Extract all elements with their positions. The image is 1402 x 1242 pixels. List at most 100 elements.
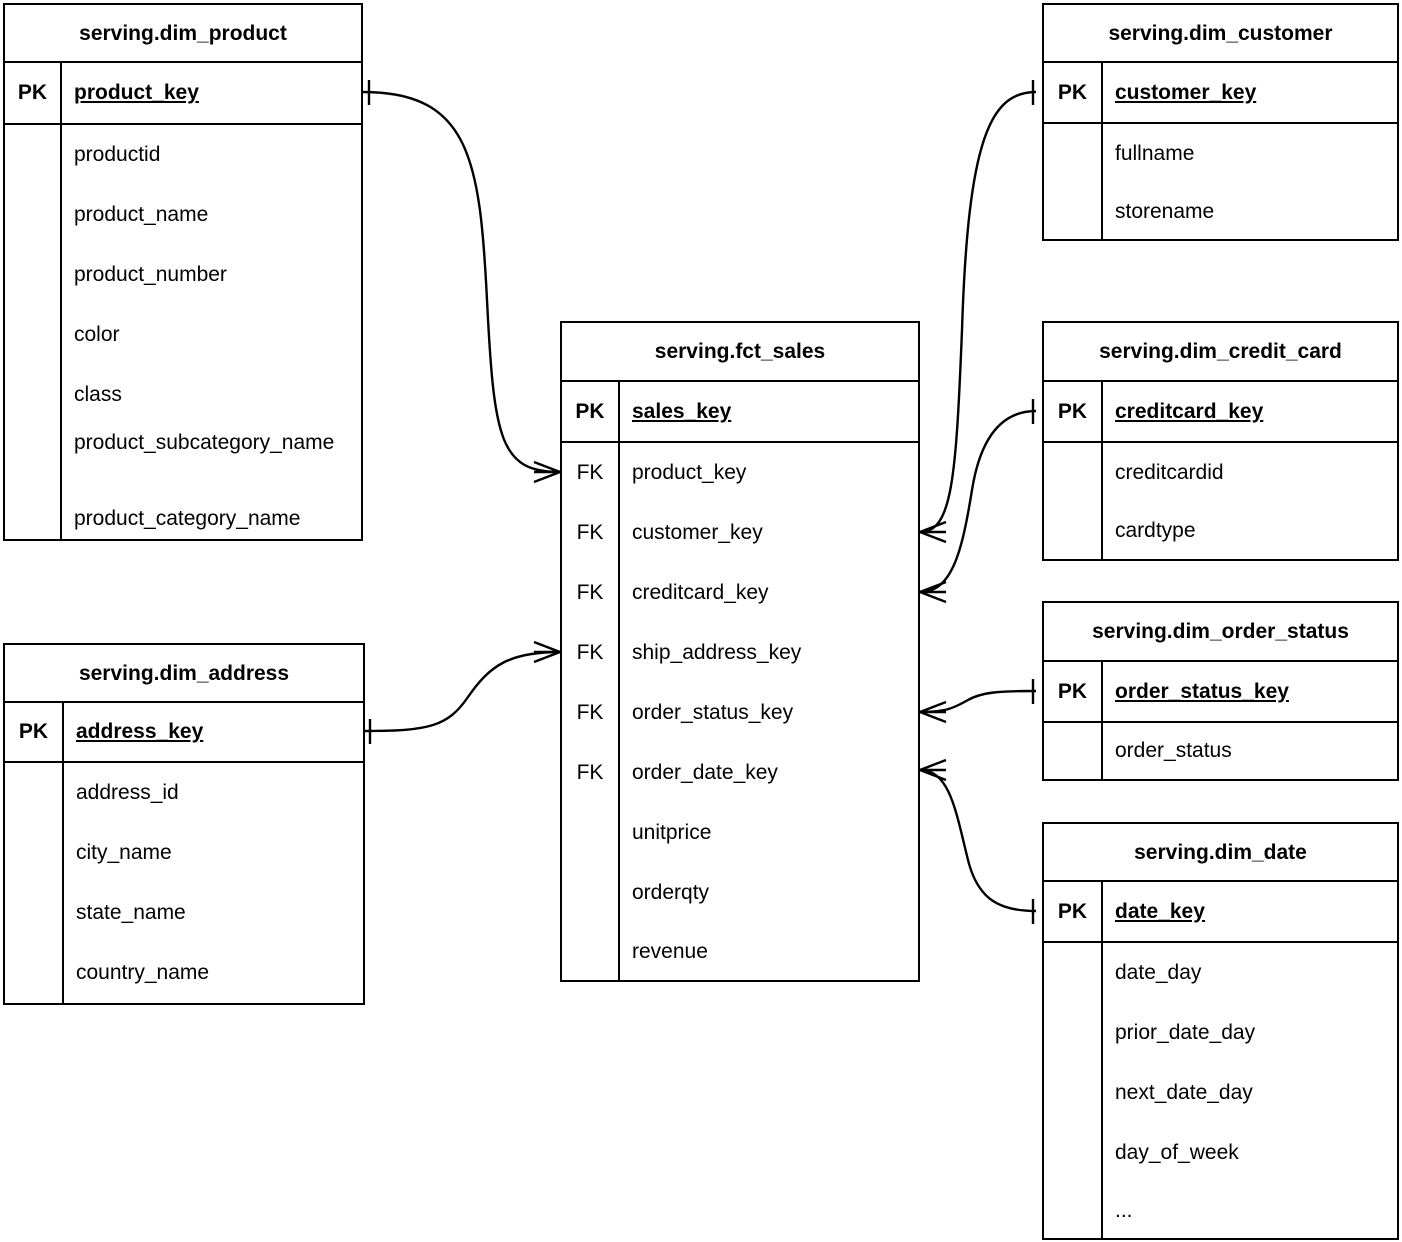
relationship-orderstatus bbox=[919, 679, 1037, 724]
attribute-order-status: order_status bbox=[1115, 739, 1232, 762]
fk-row-product-key[interactable]: FK product_key bbox=[562, 443, 918, 503]
attribute-row[interactable]: city_name bbox=[5, 823, 363, 883]
fk-row-order-status-key[interactable]: FK order_status_key bbox=[562, 683, 918, 743]
attribute-row[interactable]: day_of_week bbox=[1044, 1123, 1397, 1183]
key-blank bbox=[562, 863, 620, 923]
key-blank bbox=[5, 425, 62, 499]
fk-label: FK bbox=[562, 743, 620, 803]
key-blank bbox=[1044, 1123, 1103, 1183]
attribute-list-dim-customer: fullname storename bbox=[1044, 124, 1397, 239]
attribute-row[interactable]: address_id bbox=[5, 763, 363, 823]
key-blank bbox=[5, 185, 62, 245]
measure-orderqty: orderqty bbox=[632, 881, 710, 904]
attribute-row[interactable]: product_category_name bbox=[5, 499, 361, 539]
attribute-row[interactable]: state_name bbox=[5, 883, 363, 943]
pk-label: PK bbox=[1044, 63, 1103, 122]
pk-row-dim-product[interactable]: PK product_key bbox=[5, 63, 361, 125]
measure-revenue: revenue bbox=[632, 939, 708, 963]
attribute-row[interactable]: cardtype bbox=[1044, 503, 1397, 559]
entity-dim-credit-card[interactable]: serving.dim_credit_card PK creditcard_ke… bbox=[1042, 321, 1399, 561]
relationship-customer bbox=[919, 80, 1037, 544]
key-blank bbox=[1044, 943, 1103, 1003]
attribute-date-day: date_day bbox=[1115, 961, 1202, 984]
attribute-row[interactable]: country_name bbox=[5, 943, 363, 1003]
entity-dim-address[interactable]: serving.dim_address PK address_key addre… bbox=[3, 643, 365, 1005]
pk-label: PK bbox=[1044, 382, 1103, 441]
attribute-row[interactable]: storename bbox=[1044, 184, 1397, 239]
measure-row-revenue[interactable]: revenue bbox=[562, 923, 918, 980]
attribute-fullname: fullname bbox=[1115, 142, 1195, 165]
crowfoot-creditcard bbox=[919, 580, 947, 604]
key-blank bbox=[5, 883, 64, 943]
fk-field-order-date-key: order_date_key bbox=[632, 761, 778, 784]
measure-row-orderqty[interactable]: orderqty bbox=[562, 863, 918, 923]
fk-field-order-status-key: order_status_key bbox=[632, 701, 794, 724]
key-blank bbox=[5, 763, 64, 823]
entity-title-dim-credit-card: serving.dim_credit_card bbox=[1044, 323, 1397, 382]
entity-dim-customer[interactable]: serving.dim_customer PK customer_key ful… bbox=[1042, 3, 1399, 241]
pk-row-dim-date[interactable]: PK date_key bbox=[1044, 882, 1397, 943]
key-blank bbox=[1044, 124, 1103, 184]
pk-row-fct-sales[interactable]: PK sales_key bbox=[562, 382, 918, 443]
key-blank bbox=[1044, 443, 1103, 503]
attribute-cardtype: cardtype bbox=[1115, 519, 1196, 542]
attribute-row[interactable]: product_number bbox=[5, 245, 361, 305]
key-blank bbox=[1044, 723, 1103, 779]
attribute-list-fct-sales: FK product_key FK customer_key FK credit… bbox=[562, 443, 918, 980]
attribute-prior-date-day: prior_date_day bbox=[1115, 1021, 1256, 1044]
entity-dim-date[interactable]: serving.dim_date PK date_key date_day pr… bbox=[1042, 822, 1399, 1240]
fk-label: FK bbox=[562, 443, 620, 503]
attribute-product-name: product_name bbox=[74, 203, 209, 226]
pk-row-dim-credit-card[interactable]: PK creditcard_key bbox=[1044, 382, 1397, 443]
attribute-row[interactable]: prior_date_day bbox=[1044, 1003, 1397, 1063]
key-blank bbox=[1044, 503, 1103, 559]
crowfoot-product bbox=[533, 460, 561, 484]
pk-field-date-key: date_key bbox=[1115, 899, 1205, 923]
attribute-row[interactable]: productid bbox=[5, 125, 361, 185]
entity-fct-sales[interactable]: serving.fct_sales PK sales_key FK produc… bbox=[560, 321, 920, 982]
pk-row-dim-address[interactable]: PK address_key bbox=[5, 703, 363, 763]
attribute-product-category-name: product_category_name bbox=[74, 507, 301, 530]
attribute-ellipsis: ... bbox=[1115, 1198, 1133, 1222]
attribute-list-dim-date: date_day prior_date_day next_date_day da… bbox=[1044, 943, 1397, 1238]
attribute-row[interactable]: creditcardid bbox=[1044, 443, 1397, 503]
entity-dim-order-status[interactable]: serving.dim_order_status PK order_status… bbox=[1042, 601, 1399, 781]
pk-label: PK bbox=[1044, 882, 1103, 941]
pk-row-dim-order-status[interactable]: PK order_status_key bbox=[1044, 662, 1397, 723]
attribute-row[interactable]: ... bbox=[1044, 1183, 1397, 1238]
attribute-productid: productid bbox=[74, 143, 161, 166]
entity-title-dim-date: serving.dim_date bbox=[1044, 824, 1397, 882]
attribute-row[interactable]: order_status bbox=[1044, 723, 1397, 779]
pk-field-sales-key: sales_key bbox=[632, 399, 732, 423]
attribute-row[interactable]: color bbox=[5, 305, 361, 365]
fk-row-order-date-key[interactable]: FK order_date_key bbox=[562, 743, 918, 803]
fk-row-ship-address-key[interactable]: FK ship_address_key bbox=[562, 623, 918, 683]
entity-title-fct-sales: serving.fct_sales bbox=[562, 323, 918, 382]
measure-row-unitprice[interactable]: unitprice bbox=[562, 803, 918, 863]
pk-row-dim-customer[interactable]: PK customer_key bbox=[1044, 63, 1397, 124]
key-blank bbox=[5, 305, 62, 365]
crowfoot-address bbox=[533, 640, 561, 664]
attribute-row[interactable]: fullname bbox=[1044, 124, 1397, 184]
attribute-day-of-week: day_of_week bbox=[1115, 1141, 1239, 1164]
key-blank bbox=[1044, 184, 1103, 239]
measure-unitprice: unitprice bbox=[632, 821, 712, 844]
fk-field-creditcard-key: creditcard_key bbox=[632, 581, 769, 604]
attribute-row[interactable]: date_day bbox=[1044, 943, 1397, 1003]
key-blank bbox=[1044, 1183, 1103, 1238]
pk-field-order-status-key: order_status_key bbox=[1115, 679, 1289, 703]
pk-label: PK bbox=[5, 703, 64, 761]
entity-dim-product[interactable]: serving.dim_product PK product_key produ… bbox=[3, 3, 363, 541]
attribute-row[interactable]: next_date_day bbox=[1044, 1063, 1397, 1123]
fk-row-customer-key[interactable]: FK customer_key bbox=[562, 503, 918, 563]
entity-title-dim-product: serving.dim_product bbox=[5, 5, 361, 63]
key-blank bbox=[5, 823, 64, 883]
attribute-state-name: state_name bbox=[76, 901, 186, 924]
attribute-row[interactable]: class bbox=[5, 365, 361, 425]
attribute-row[interactable]: product_name bbox=[5, 185, 361, 245]
fk-row-creditcard-key[interactable]: FK creditcard_key bbox=[562, 563, 918, 623]
attribute-row[interactable]: product_subcategory_name bbox=[5, 425, 361, 499]
attribute-storename: storename bbox=[1115, 199, 1215, 223]
entity-title-dim-address: serving.dim_address bbox=[5, 645, 363, 703]
